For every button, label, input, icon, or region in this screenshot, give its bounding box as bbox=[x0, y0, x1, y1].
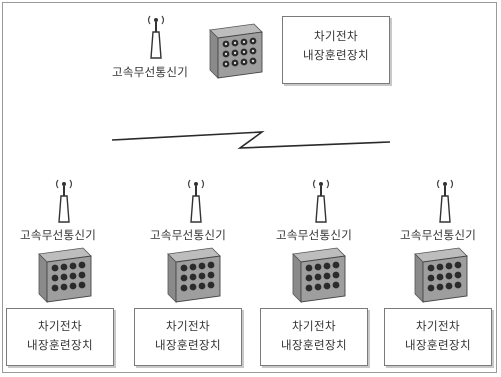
unit-title-line2: 내장훈련장치 bbox=[155, 338, 221, 352]
unit-title-line2: 내장훈련장치 bbox=[303, 48, 369, 62]
device-image bbox=[167, 247, 221, 303]
trainer-unit-box: 차기전차 내장훈련장치 bbox=[134, 308, 242, 366]
radio-label: 고속무선통신기 bbox=[400, 228, 477, 242]
unit-title-line2: 내장훈련장치 bbox=[281, 338, 347, 352]
unit-title-line1: 차기전차 bbox=[314, 29, 358, 43]
device-image bbox=[38, 247, 92, 303]
unit-title-line2: 내장훈련장치 bbox=[405, 338, 471, 352]
radio-label: 고속무선통신기 bbox=[276, 228, 353, 242]
trainer-unit-box: 차기전차 내장훈련장치 bbox=[6, 308, 114, 366]
unit-title-line1: 차기전차 bbox=[38, 319, 82, 333]
trainer-unit-box-top: 차기전차 내장훈련장치 bbox=[282, 16, 390, 84]
unit-title-line2: 내장훈련장치 bbox=[27, 338, 93, 352]
unit-title-line1: 차기전차 bbox=[166, 319, 210, 333]
trainer-unit-box: 차기전차 내장훈련장치 bbox=[260, 308, 368, 366]
device-image bbox=[292, 247, 346, 303]
radio-label-top: 고속무선통신기 bbox=[112, 65, 189, 79]
trainer-unit-box: 차기전차 내장훈련장치 bbox=[384, 308, 492, 366]
antenna-icon bbox=[312, 179, 330, 223]
antenna-icon bbox=[147, 15, 165, 59]
antenna-icon bbox=[436, 179, 454, 223]
antenna-icon bbox=[187, 179, 205, 223]
radio-label: 고속무선통신기 bbox=[150, 228, 227, 242]
antenna-icon bbox=[55, 179, 73, 223]
device-image-top bbox=[209, 23, 263, 79]
radio-label: 고속무선통신기 bbox=[20, 228, 97, 242]
device-image bbox=[414, 247, 468, 303]
unit-title-line1: 차기전차 bbox=[292, 319, 336, 333]
unit-title-line1: 차기전차 bbox=[416, 319, 460, 333]
